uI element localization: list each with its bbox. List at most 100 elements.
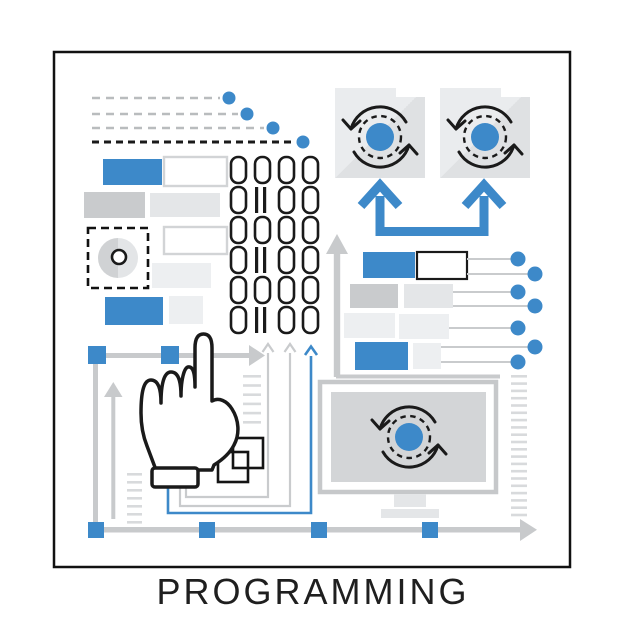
small-up-arrow-head-icon (104, 382, 123, 397)
bar-cell (355, 342, 408, 370)
binary-digit-zero (301, 215, 320, 245)
binary-digit-zero (229, 305, 248, 335)
decor-dash (243, 384, 261, 387)
decor-dash (127, 497, 142, 500)
monitor-stand-neck (394, 494, 426, 507)
double-up-arrow (357, 178, 507, 236)
binary-digit-zero (301, 245, 320, 275)
decor-dash (511, 389, 527, 393)
up-arrowhead-icon (461, 178, 507, 210)
binary-code-block (229, 155, 320, 335)
binary-digit-zero (277, 245, 296, 275)
bar-cell (350, 284, 398, 308)
blue-bracket-arrow (166, 356, 313, 515)
left-bar-chart (84, 155, 229, 325)
page-title: PROGRAMMING (156, 571, 470, 612)
decor-dash-columns (127, 375, 527, 524)
decor-dash (243, 375, 261, 378)
binary-digit-one (255, 247, 259, 273)
leader-dot (222, 91, 236, 105)
dashed-square-outline (86, 226, 150, 290)
axis-marker-square (88, 522, 104, 538)
overlapping-squares-icon (216, 436, 265, 484)
pointing-hand-cursor-icon (139, 332, 240, 489)
bar-cell (152, 263, 211, 288)
binary-digit-zero (229, 155, 248, 185)
connector-dot (510, 354, 526, 370)
binary-digit-one (263, 187, 267, 213)
connector-dot (527, 266, 543, 282)
bar-cell (404, 284, 453, 308)
right-axis-line (333, 250, 341, 377)
decor-dash (511, 506, 527, 509)
decor-dash (243, 421, 261, 424)
binary-digit-zero (253, 275, 272, 305)
binary-digit-one (263, 307, 267, 333)
connector-dot (510, 284, 526, 300)
hand-outline (139, 332, 240, 472)
connector-dot (527, 339, 543, 355)
decor-dash (243, 402, 261, 406)
bar-cell (150, 193, 220, 217)
decor-dash (511, 448, 527, 451)
connector-dot (527, 298, 543, 314)
disc-right-half (118, 238, 138, 278)
decor-dash (511, 513, 527, 517)
decor-dash (511, 462, 527, 466)
binary-digit-zero (277, 215, 296, 245)
binary-digit-zero (229, 275, 248, 305)
leader-dot (266, 121, 280, 135)
axis-marker-square (161, 346, 179, 364)
decor-dash (127, 513, 142, 516)
connector-dot (510, 251, 526, 267)
bar-cell (105, 297, 163, 325)
decor-dash (511, 484, 527, 488)
binary-digit-zero (301, 305, 320, 335)
axis-marker-square (88, 346, 106, 364)
decor-dash (127, 473, 142, 476)
binary-digit-zero (301, 155, 320, 185)
axis-marker-square (311, 522, 327, 538)
decor-dash (127, 505, 142, 508)
bar-cell (344, 313, 395, 338)
binary-digit-zero (229, 185, 248, 215)
left-axis-line (93, 355, 98, 532)
sync-file-icon (440, 88, 530, 178)
top-axis-arrowhead-icon (249, 345, 265, 366)
decor-dash (511, 382, 527, 385)
blue-square-markers (88, 346, 438, 538)
right-bar-chart (344, 250, 543, 370)
bar-cell (162, 155, 229, 188)
gray-bracket-arrowhead-icon (283, 342, 297, 353)
decor-dash (511, 477, 527, 480)
binary-digit-zero (229, 245, 248, 275)
decor-dash (511, 499, 527, 502)
monitor (317, 379, 499, 518)
blue-bracket-arrowhead-icon (303, 344, 319, 356)
decor-dash (511, 491, 527, 495)
binary-digit-zero (253, 215, 272, 245)
decor-dash (127, 521, 142, 524)
binary-digit-one (255, 187, 259, 213)
up-arrowhead-icon (357, 178, 403, 210)
sync-file-icon (335, 88, 425, 178)
gray-bracket-arrowhead-icon (261, 342, 275, 353)
bar-cell (415, 250, 469, 281)
bar-cell (413, 343, 441, 369)
decor-dash (511, 396, 527, 400)
monitor-stand-base (381, 509, 439, 518)
binary-digit-zero (229, 215, 248, 245)
bar-cell (103, 159, 162, 185)
decor-dash (511, 455, 527, 458)
binary-digit-zero (301, 275, 320, 305)
u-connector-line (375, 196, 489, 236)
binary-digit-zero (277, 275, 296, 305)
binary-digit-one (263, 247, 267, 273)
binary-digit-one (255, 307, 259, 333)
bar-cell (169, 296, 203, 324)
right-base-line (336, 374, 500, 379)
decor-dash (511, 418, 527, 422)
disc-left-half (98, 238, 118, 278)
